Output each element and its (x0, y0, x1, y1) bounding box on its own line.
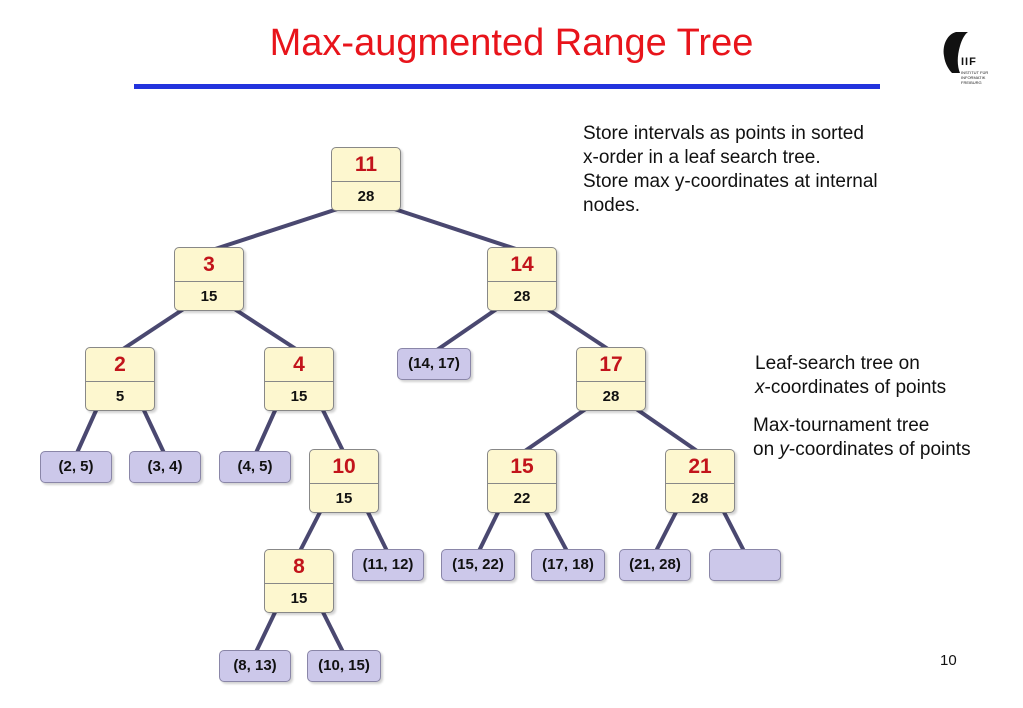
node-max: 22 (513, 490, 531, 507)
tree-edge (230, 305, 301, 353)
tree-leaf-empty (709, 549, 781, 581)
logo-subtitle-line: INFORMATIK (961, 75, 986, 80)
tree-edge (543, 305, 613, 353)
node-key: 17 (577, 348, 645, 382)
node-max: 15 (290, 388, 308, 405)
node-max: 15 (200, 288, 218, 305)
logo-text: IIF (961, 56, 977, 68)
node-max: 28 (602, 388, 620, 405)
tree-node: 8 15 (264, 549, 334, 613)
legend-rest: -coordinates of points (788, 439, 971, 460)
tree-node: 15 22 (487, 449, 557, 513)
node-key: 8 (265, 550, 333, 584)
node-key: 15 (488, 450, 556, 484)
tree-leaf: (15, 22) (441, 549, 515, 581)
legend-line: x-coordinates of points (755, 376, 946, 400)
logo-subtitle-line: INSTITUT FÜR (961, 70, 989, 75)
logo-subtitle-line: FREIBURG (961, 80, 982, 85)
tree-edge (319, 406, 346, 454)
tree-node: 11 28 (331, 147, 401, 211)
description-line: Store intervals as points in sorted (583, 123, 864, 144)
legend-rest: -coordinates of points (764, 377, 947, 398)
tree-leaf: (14, 17) (397, 348, 471, 380)
legend-line: Leaf-search tree on (755, 353, 920, 374)
tree-edge (542, 508, 570, 554)
node-max: 15 (335, 490, 353, 507)
legend-var: x (755, 377, 765, 398)
node-max: 5 (115, 388, 125, 405)
node-max: 28 (357, 188, 375, 205)
tree-edge (319, 608, 346, 655)
title-rule (134, 84, 880, 89)
node-max: 28 (513, 288, 531, 305)
tree-leaf: (2, 5) (40, 451, 112, 483)
tree-edge (476, 508, 502, 554)
slide-title: Max-augmented Range Tree (269, 22, 754, 64)
tree-leaf: (4, 5) (219, 451, 291, 483)
tree-edge (297, 508, 324, 554)
description-line: x-order in a leaf search tree. (583, 147, 821, 168)
max-tournament-legend: Max-tournament tree on y-coordinates of … (753, 414, 971, 462)
node-key: 21 (666, 450, 734, 484)
leaf-search-legend: Leaf-search tree on x-coordinates of poi… (755, 352, 946, 400)
tree-edge (653, 508, 680, 554)
node-key: 3 (175, 248, 243, 282)
logo-subtitle: INSTITUT FÜR INFORMATIK FREIBURG (961, 70, 988, 85)
tree-edge (520, 405, 590, 455)
tree-leaf: (3, 4) (129, 451, 201, 483)
description-line: Store max y-coordinates at internal (583, 171, 878, 192)
tree-node: 14 28 (487, 247, 557, 311)
tree-edge (364, 508, 390, 554)
tree-leaf: (21, 28) (619, 549, 691, 581)
legend-prefix: on (753, 439, 780, 460)
tree-edge (632, 405, 702, 455)
tree-edge (118, 305, 188, 353)
description-line: nodes. (583, 195, 641, 216)
node-max: 28 (691, 490, 709, 507)
node-key: 4 (265, 348, 333, 382)
node-max: 15 (290, 590, 308, 607)
node-key: 10 (310, 450, 378, 484)
tree-leaf: (8, 13) (219, 650, 291, 682)
iif-logo-icon (943, 32, 968, 73)
tree-edge (720, 508, 747, 554)
tree-edge (140, 406, 167, 456)
tree-node: 21 28 (665, 449, 735, 513)
node-key: 11 (332, 148, 400, 182)
tree-node: 2 5 (85, 347, 155, 411)
tree-edge (387, 205, 523, 253)
tree-node: 3 15 (174, 247, 244, 311)
tree-edge (253, 608, 279, 655)
description-text: Store intervals as points in sorted x-or… (583, 122, 878, 218)
legend-var: y (779, 439, 789, 460)
tree-edge (74, 406, 100, 456)
tree-edge (253, 406, 279, 456)
tree-node: 17 28 (576, 347, 646, 411)
node-key: 14 (488, 248, 556, 282)
tree-leaf: (11, 12) (352, 549, 424, 581)
tree-edge (432, 305, 501, 354)
tree-node: 4 15 (264, 347, 334, 411)
tree-node: 10 15 (309, 449, 379, 513)
legend-line: on y-coordinates of points (753, 438, 971, 462)
tree-edge (208, 205, 345, 253)
tree-leaf: (17, 18) (531, 549, 605, 581)
tree-leaf: (10, 15) (307, 650, 381, 682)
legend-line: Max-tournament tree (753, 415, 930, 436)
page-number: 10 (940, 652, 957, 669)
node-key: 2 (86, 348, 154, 382)
